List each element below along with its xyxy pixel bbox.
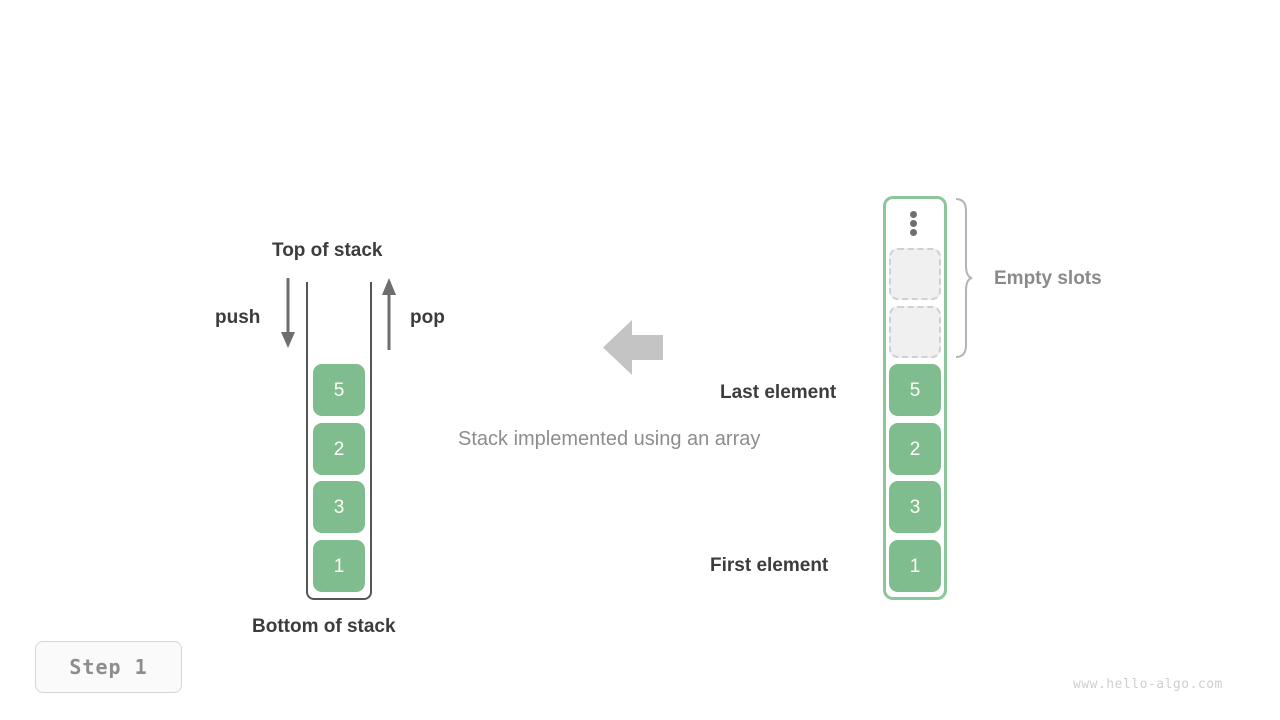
pop-label: pop xyxy=(410,307,445,328)
empty-slot xyxy=(889,248,941,300)
watermark: www.hello-algo.com xyxy=(1073,677,1223,692)
array-cell: 3 xyxy=(889,481,941,533)
empty-slot xyxy=(889,306,941,358)
array-cell: 1 xyxy=(889,540,941,592)
pop-arrow-icon xyxy=(382,278,396,350)
bottom-of-stack-label: Bottom of stack xyxy=(252,616,396,637)
stack-cell: 5 xyxy=(313,364,365,416)
step-badge: Step 1 xyxy=(35,641,182,693)
array-cell: 5 xyxy=(889,364,941,416)
stack-cell: 3 xyxy=(313,481,365,533)
empty-slots-brace xyxy=(955,198,973,358)
array-cell: 2 xyxy=(889,423,941,475)
push-label: push xyxy=(215,307,261,328)
first-element-label: First element xyxy=(710,555,829,576)
stack-cell: 2 xyxy=(313,423,365,475)
step-badge-label: Step 1 xyxy=(69,655,148,679)
vertical-ellipsis-icon xyxy=(910,211,917,236)
last-element-label: Last element xyxy=(720,382,837,403)
transform-arrow-icon xyxy=(603,320,663,375)
stack-cell: 1 xyxy=(313,540,365,592)
top-of-stack-label: Top of stack xyxy=(272,240,383,261)
empty-slots-label: Empty slots xyxy=(994,268,1102,289)
diagram-caption: Stack implemented using an array xyxy=(458,428,761,450)
push-arrow-icon xyxy=(281,278,295,348)
